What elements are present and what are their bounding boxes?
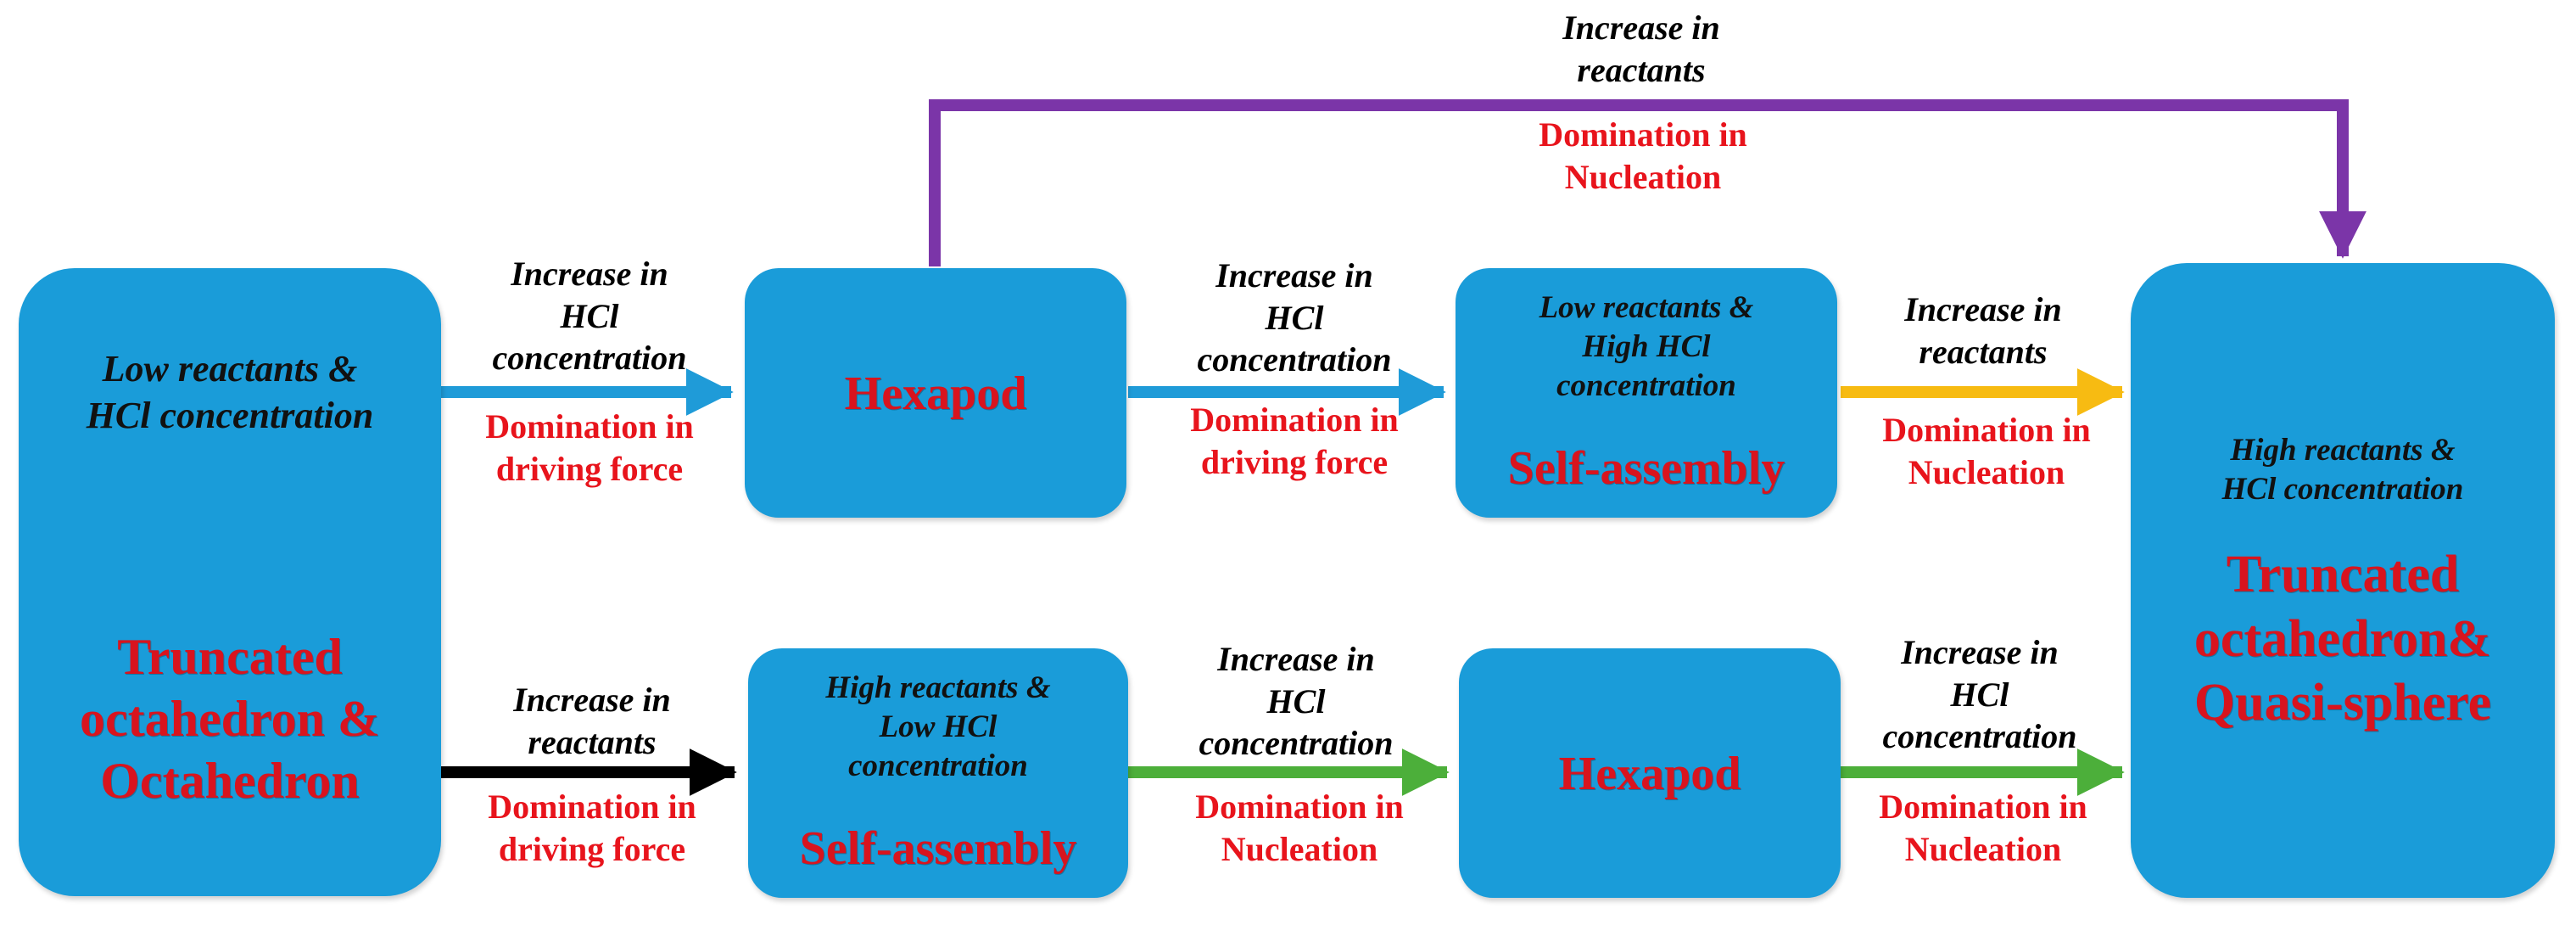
node-hexapod-bottom bbox=[1459, 648, 1841, 898]
node-hexapod-top bbox=[745, 268, 1126, 518]
start-condition: Low reactants &HCl concentration bbox=[86, 348, 374, 436]
node-start bbox=[19, 268, 441, 896]
hexapod-bottom-shape: Hexapod bbox=[1558, 748, 1741, 800]
hexapod-top-shape: Hexapod bbox=[844, 367, 1027, 420]
node-self-assembly-top bbox=[1456, 268, 1837, 518]
self-assembly-top-shape: Self-assembly bbox=[1507, 442, 1785, 495]
node-end bbox=[2131, 263, 2555, 898]
node-self-assembly-bottom bbox=[748, 648, 1128, 898]
arrow-hexapod-top-to-end bbox=[929, 99, 2366, 266]
end-condition: High reactants &HCl concentration bbox=[2221, 433, 2464, 507]
self-assembly-bottom-shape: Self-assembly bbox=[799, 822, 1077, 875]
